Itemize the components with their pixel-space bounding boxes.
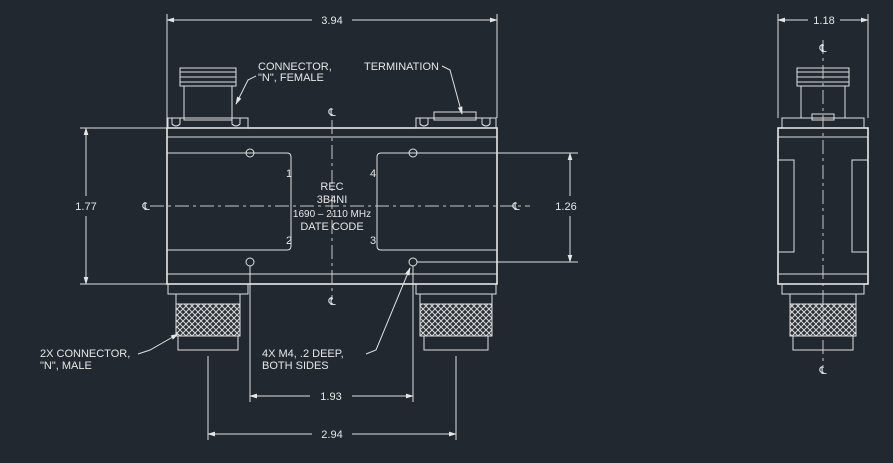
- mount-hole-icon: [408, 257, 418, 267]
- connector-n-male-right: [415, 283, 497, 351]
- dimension-port-spacing: 1.26: [417, 152, 578, 263]
- side-pocket-right: [851, 159, 869, 253]
- callout-holes: 4X M4, .2 DEEP, BOTH SIDES: [262, 267, 411, 372]
- mount-hole-icon: [245, 148, 255, 158]
- callout-text: BOTH SIDES: [262, 360, 329, 372]
- front-view: ℄ ℄ ℄ ℄ REC 3B4NI 1690 – 2110 MHz DATE C…: [141, 67, 530, 351]
- centerline-symbol: ℄: [511, 201, 519, 213]
- port-number: 4: [370, 168, 376, 180]
- callout-text: "N", MALE: [40, 360, 92, 372]
- centerline-symbol: ℄: [327, 296, 335, 308]
- date-code: DATE CODE: [300, 221, 363, 233]
- dim-value: 1.93: [320, 391, 341, 403]
- side-view: ℄ ℄ 1.18: [777, 14, 869, 377]
- model-label: REC: [320, 181, 343, 193]
- dim-value: 2.94: [321, 429, 342, 441]
- port-number: 1: [286, 168, 292, 180]
- callout-text: "N", FEMALE: [258, 72, 324, 84]
- callout-text: TERMINATION: [364, 61, 439, 73]
- callout-connector-male: 2X CONNECTOR, "N", MALE: [40, 333, 179, 372]
- centerline-symbol: ℄: [818, 365, 826, 377]
- port-number: 3: [370, 235, 376, 247]
- centerline-symbol: ℄: [327, 107, 335, 119]
- centerline-symbol: ℄: [818, 43, 826, 55]
- dim-value: 1.26: [555, 201, 576, 213]
- callout-text: CONNECTOR,: [258, 61, 332, 73]
- dimension-mount-holes: 1.93: [249, 266, 414, 403]
- callout-connector-female: CONNECTOR, "N", FEMALE: [235, 61, 332, 105]
- connector-n-male-left: [167, 283, 249, 351]
- connector-n-female: [167, 67, 249, 129]
- dim-value: 1.18: [813, 15, 834, 27]
- frequency-range: 1690 – 2110 MHz: [293, 209, 371, 220]
- dimension-overall-width: 3.94: [166, 14, 498, 128]
- side-pocket-left: [777, 159, 795, 253]
- callout-termination: TERMINATION: [364, 61, 463, 115]
- termination-block: [415, 111, 497, 129]
- dimension-connector-spacing: 2.94: [207, 356, 457, 441]
- callout-text: 2X CONNECTOR,: [40, 348, 130, 360]
- centerline-symbol: ℄: [141, 201, 149, 213]
- dimension-height: 1.77: [75, 127, 167, 285]
- part-number: 3B4NI: [317, 194, 348, 206]
- mount-hole-icon: [245, 257, 255, 267]
- callout-text: 4X M4, .2 DEEP,: [262, 348, 344, 360]
- right-pocket: [376, 152, 497, 251]
- dim-value: 3.94: [321, 15, 342, 27]
- left-pocket: [167, 152, 292, 251]
- dim-value: 1.77: [75, 201, 96, 213]
- port-number: 2: [286, 235, 292, 247]
